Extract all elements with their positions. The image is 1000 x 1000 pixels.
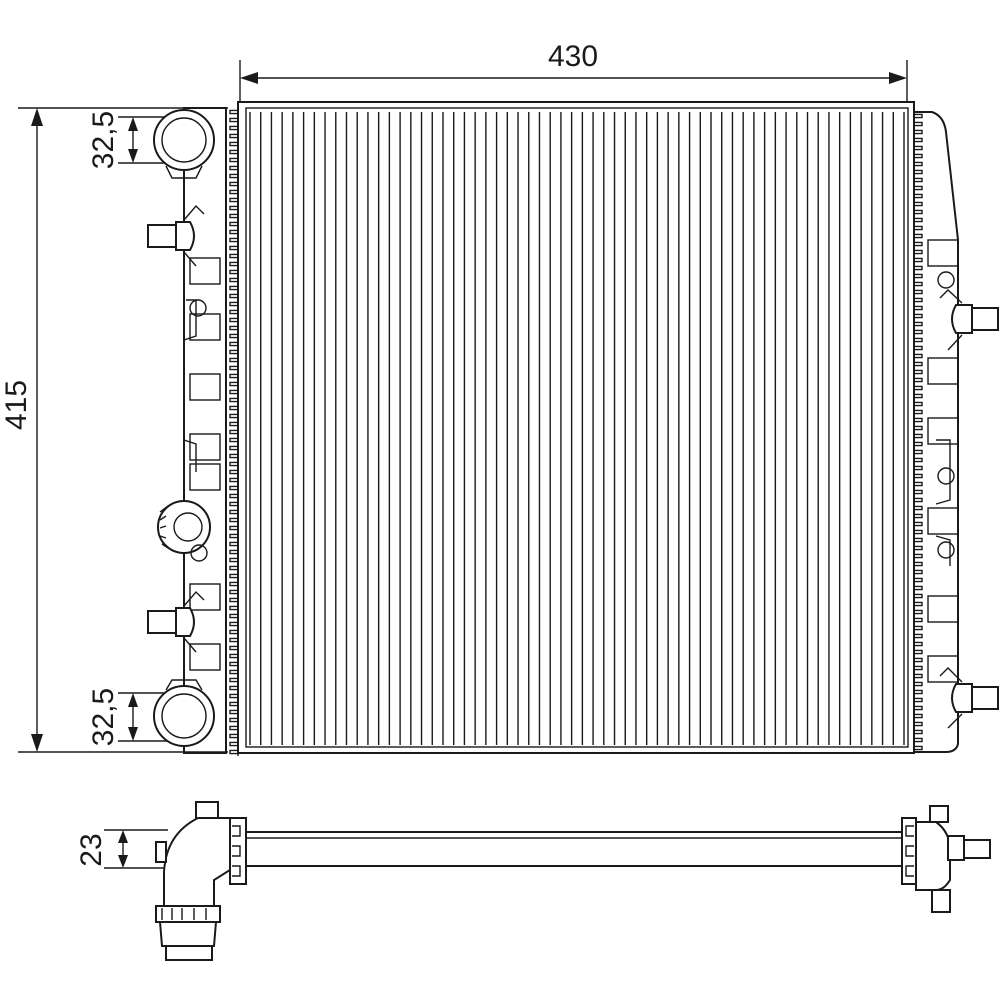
side-right-tank: [915, 805, 991, 913]
left-mount-upper: [147, 204, 205, 267]
lower-hose-port: [153, 679, 215, 747]
left-bracket: [183, 299, 207, 472]
right-bracket: [935, 439, 955, 566]
tank-cell: [189, 463, 221, 491]
tank-cell: [189, 373, 221, 401]
right-mount-lower: [939, 667, 999, 729]
tank-cell: [927, 417, 959, 445]
side-view: 23: [75, 801, 991, 961]
tank-cell: [189, 257, 221, 285]
tank-cell: [927, 507, 959, 535]
left-tank: [147, 107, 239, 756]
side-elbow-pipe: [155, 801, 231, 961]
width-dimension: 430: [239, 40, 908, 102]
tank-cell: [189, 583, 221, 611]
right-mount-upper: [937, 271, 999, 351]
bottom-port-dimension: 32,5: [87, 688, 186, 746]
drain-port: [157, 500, 211, 562]
left-mount-lower: [147, 590, 205, 653]
height-label: 415: [0, 380, 33, 430]
width-label: 430: [548, 40, 598, 73]
tank-cell: [189, 433, 221, 461]
tank-cell: [189, 643, 221, 671]
radiator-core: [237, 101, 915, 754]
bottom-port-label: 32,5: [87, 688, 120, 746]
depth-label: 23: [75, 833, 108, 866]
tank-cell: [927, 357, 959, 385]
tank-cell: [927, 239, 959, 267]
tank-cell: [189, 313, 221, 341]
right-tank: [913, 111, 999, 753]
tank-cell: [927, 655, 959, 683]
top-port-label: 32,5: [87, 111, 120, 169]
core-fins: [249, 112, 905, 745]
depth-dimension: 23: [75, 829, 168, 869]
upper-hose-port: [153, 109, 215, 179]
height-dimension: 415: [0, 107, 228, 753]
top-port-dimension: 32,5: [87, 111, 186, 169]
tank-cell: [927, 595, 959, 623]
